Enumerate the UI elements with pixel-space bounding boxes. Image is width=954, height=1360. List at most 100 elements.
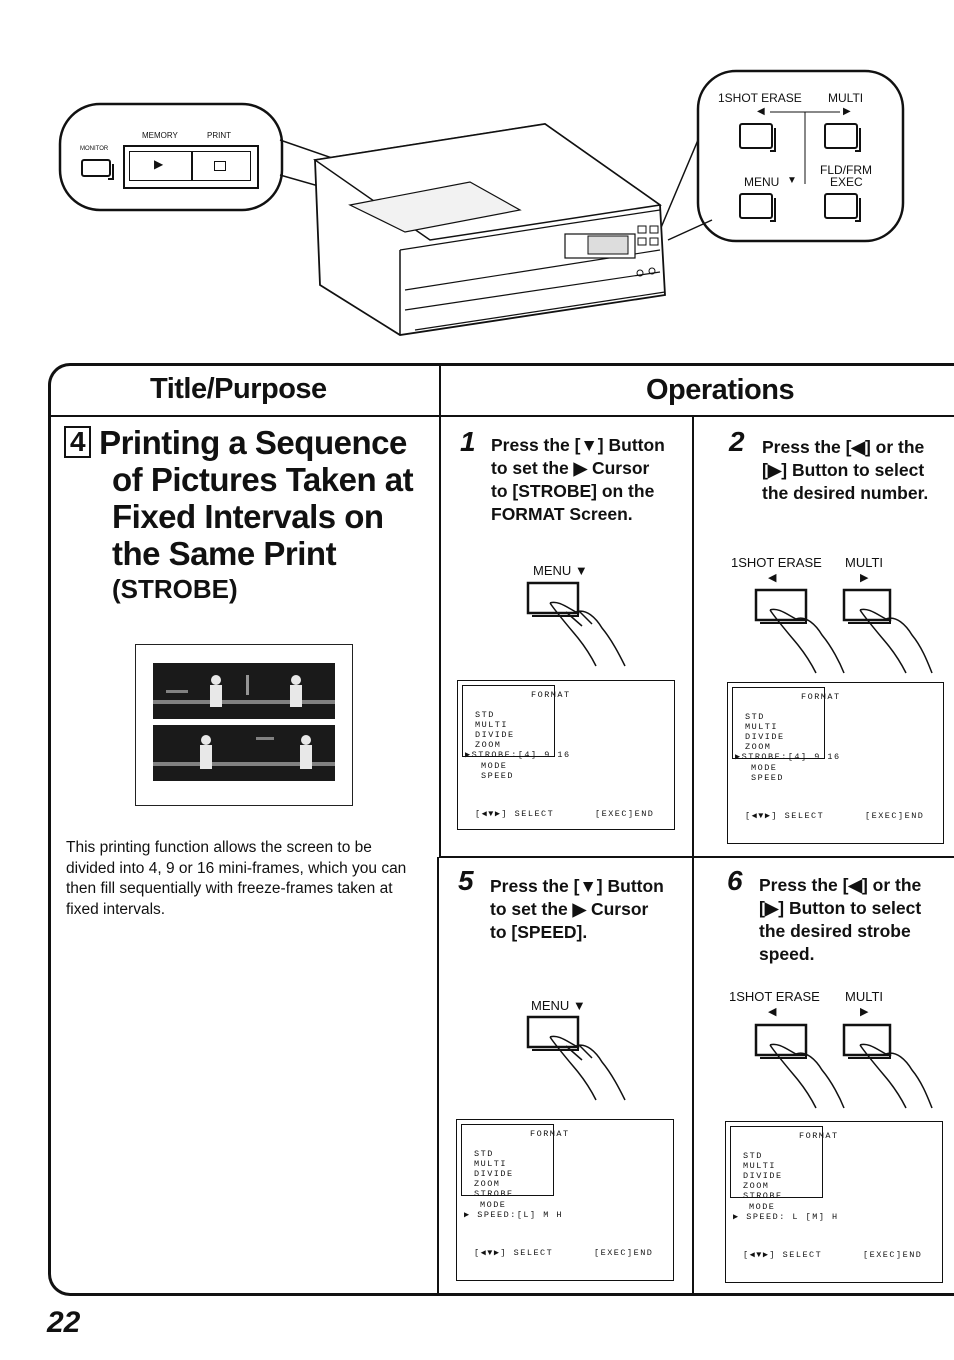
menu-item-divide: DIVIDE bbox=[474, 1169, 514, 1179]
strobe-sample-print bbox=[135, 644, 353, 806]
play-icon: ▶ bbox=[154, 157, 164, 171]
page-number: 22 bbox=[47, 1306, 81, 1339]
step-2-number: 2 bbox=[729, 426, 745, 457]
step-2-right-arrow-icon: ▶ bbox=[860, 572, 869, 584]
print-button[interactable] bbox=[191, 151, 251, 181]
fld-frm-label: FLD/FRM bbox=[820, 163, 872, 177]
step-2-shot-erase-label: 1SHOT ERASE bbox=[731, 555, 822, 570]
menu-label: MENU bbox=[744, 175, 780, 189]
header-operations: Operations bbox=[646, 374, 795, 406]
screen-footer-exec: [EXEC]END bbox=[594, 1248, 654, 1258]
step-2-format-screen: FORMAT STD MULTI DIVIDE ZOOM ▶STROBE:[4]… bbox=[727, 682, 944, 844]
section-title-line-2: of Pictures Taken at bbox=[112, 461, 414, 498]
step-6-pressing-hands-icon bbox=[754, 1023, 933, 1109]
section-number: 4 bbox=[64, 426, 92, 458]
menu-item-divide: DIVIDE bbox=[745, 732, 785, 742]
step-1-number: 1 bbox=[460, 426, 476, 457]
step-2-multi-label: MULTI bbox=[845, 555, 884, 570]
step-5-number: 5 bbox=[458, 865, 474, 896]
step-5-menu-label: MENU ▼ bbox=[531, 998, 586, 1013]
screen-footer-exec: [EXEC]END bbox=[863, 1250, 923, 1260]
left-arrow-icon: ◀ bbox=[757, 106, 765, 117]
step-6-left-arrow-icon: ◀ bbox=[768, 1006, 777, 1018]
menu-item-mode: MODE bbox=[751, 763, 778, 773]
monitor-button[interactable] bbox=[81, 159, 114, 180]
column-divider-top bbox=[439, 366, 441, 857]
header-divider bbox=[50, 415, 954, 417]
section-title-line-4: the Same Print bbox=[112, 535, 337, 572]
menu-item-speed-selected: ▶ SPEED: L [M] H bbox=[733, 1212, 839, 1222]
header-title-purpose: Title/Purpose bbox=[150, 373, 327, 405]
menu-item-multi: MULTI bbox=[475, 720, 509, 730]
section-subtitle: (STROBE) bbox=[112, 574, 238, 604]
menu-item-mode: MODE bbox=[481, 761, 508, 771]
memory-button[interactable]: ▶ bbox=[129, 151, 193, 181]
step-6-shot-erase-label: 1SHOT ERASE bbox=[729, 989, 820, 1004]
shot-erase-button[interactable] bbox=[739, 123, 776, 152]
screen-footer-select: [◀▼▶] SELECT bbox=[743, 1250, 823, 1260]
step-1-pressing-hand-icon bbox=[526, 581, 626, 667]
menu-item-divide: DIVIDE bbox=[475, 730, 515, 740]
menu-item-multi: MULTI bbox=[474, 1159, 508, 1169]
callout-connector-lines bbox=[770, 111, 840, 184]
menu-item-std: STD bbox=[745, 712, 765, 722]
step-6-right-arrow-icon: ▶ bbox=[860, 1006, 869, 1018]
screen-footer-select: [◀▼▶] SELECT bbox=[745, 811, 825, 821]
screen-footer-exec: [EXEC]END bbox=[595, 809, 655, 819]
step-6-format-screen: FORMAT STD MULTI DIVIDE ZOOM STROBE MODE… bbox=[725, 1121, 943, 1283]
step-2-text: Press the [◀] or the[▶] Button to select… bbox=[762, 437, 929, 503]
memory-label: MEMORY bbox=[142, 131, 178, 140]
menu-item-multi: MULTI bbox=[743, 1161, 777, 1171]
step-column-divider bbox=[692, 417, 694, 1294]
menu-item-zoom: ZOOM bbox=[745, 742, 772, 752]
screen-format-title: FORMAT bbox=[530, 1129, 570, 1139]
menu-item-strobe: STROBE bbox=[474, 1189, 514, 1199]
monitor-label: MONITOR bbox=[80, 146, 109, 152]
screen-footer-select: [◀▼▶] SELECT bbox=[475, 809, 555, 819]
multi-label: MULTI bbox=[828, 91, 864, 105]
menu-item-zoom: ZOOM bbox=[475, 740, 502, 750]
menu-item-speed: SPEED bbox=[751, 773, 785, 783]
screen-footer-exec: [EXEC]END bbox=[865, 811, 925, 821]
menu-button[interactable] bbox=[739, 193, 776, 222]
menu-item-speed-selected: ▶ SPEED:[L] M H bbox=[464, 1210, 564, 1220]
screen-format-title: FORMAT bbox=[531, 690, 571, 700]
right-arrow-icon: ▶ bbox=[843, 106, 851, 117]
menu-item-multi: MULTI bbox=[745, 722, 779, 732]
step-5-pressing-hand-icon bbox=[526, 1015, 626, 1101]
menu-item-strobe: ▶STROBE:[4] 9 16 bbox=[465, 750, 571, 760]
menu-item-speed: SPEED bbox=[481, 771, 515, 781]
step-1-menu-label: MENU ▼ bbox=[533, 563, 588, 578]
menu-item-zoom: ZOOM bbox=[743, 1181, 770, 1191]
step-2-pressing-hands-icon bbox=[754, 588, 933, 674]
memory-print-panel: ▶ bbox=[123, 145, 259, 189]
menu-item-divide: DIVIDE bbox=[743, 1171, 783, 1181]
print-icon bbox=[214, 161, 226, 171]
exec-label: EXEC bbox=[830, 175, 863, 189]
shot-erase-label: 1SHOT ERASE bbox=[718, 91, 802, 105]
step-6-multi-label: MULTI bbox=[845, 989, 884, 1004]
menu-item-std: STD bbox=[475, 710, 495, 720]
step-row-divider bbox=[439, 856, 954, 858]
down-arrow-icon: ▼ bbox=[787, 175, 797, 186]
instruction-table bbox=[48, 363, 954, 1296]
step-2-left-arrow-icon: ◀ bbox=[768, 572, 777, 584]
menu-item-mode: MODE bbox=[480, 1200, 507, 1210]
screen-format-title: FORMAT bbox=[801, 692, 841, 702]
menu-item-mode: MODE bbox=[749, 1202, 776, 1212]
menu-item-std: STD bbox=[743, 1151, 763, 1161]
step-5-format-screen: FORMAT STD MULTI DIVIDE ZOOM STROBE MODE… bbox=[456, 1119, 674, 1281]
strobe-photo-image bbox=[153, 663, 335, 781]
screen-footer-select: [◀▼▶] SELECT bbox=[474, 1248, 554, 1258]
step-1-format-screen: FORMAT STD MULTI DIVIDE ZOOM ▶STROBE:[4]… bbox=[457, 680, 675, 830]
vcr-printer-illustration bbox=[58, 69, 905, 336]
menu-item-zoom: ZOOM bbox=[474, 1179, 501, 1189]
step-6-number: 6 bbox=[727, 865, 743, 896]
multi-button[interactable] bbox=[824, 123, 861, 152]
exec-button[interactable] bbox=[824, 193, 861, 222]
column-divider-bottom bbox=[437, 857, 439, 1294]
